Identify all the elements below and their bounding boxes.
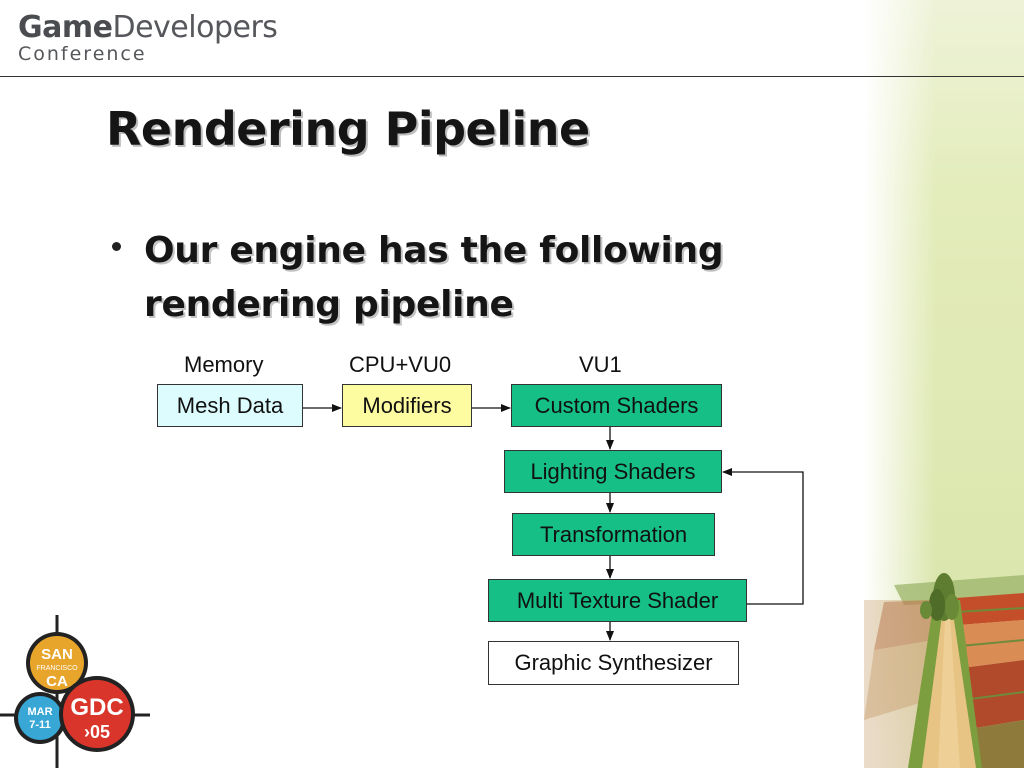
node-custom-shaders: Custom Shaders	[511, 384, 722, 427]
column-label-memory: Memory	[184, 352, 264, 377]
badge-circle-gdc	[63, 680, 131, 748]
logo-conference: Conference	[18, 43, 147, 65]
badge-date-month: MAR	[27, 706, 52, 718]
node-multi-texture-shader: Multi Texture Shader	[488, 579, 747, 622]
badge-event: GDC	[70, 694, 123, 721]
logo-developers: Developers	[112, 10, 278, 45]
badge-city-bottom: CA	[46, 673, 68, 690]
column-label-vu1: VU1	[579, 352, 622, 377]
badge-city-mid: FRANCISCO	[36, 665, 78, 672]
landscape-illustration	[864, 573, 1024, 768]
node-transformation: Transformation	[512, 513, 715, 556]
bullet-text: Our engine has the following rendering p…	[144, 230, 724, 325]
arrow-loop-multi-to-lighting	[722, 468, 804, 605]
badge-city-top: SAN	[41, 646, 73, 663]
header-divider	[0, 76, 1024, 77]
badge-circle-date	[18, 696, 62, 740]
bullet-dot	[112, 242, 121, 251]
column-label-cpu: CPU+VU0	[349, 352, 452, 377]
node-mesh-data: Mesh Data	[157, 384, 303, 427]
logo-wordmark: GameDevelopers	[18, 10, 278, 45]
node-lighting-shaders: Lighting Shaders	[504, 450, 722, 493]
node-graphic-synthesizer: Graphic Synthesizer	[488, 641, 739, 685]
logo-game: Game	[18, 10, 113, 45]
badge-year: ›05	[84, 722, 110, 742]
gdc-event-badge: SAN FRANCISCO CA MAR 7-11 GDC ›05	[0, 615, 150, 768]
badge-circle-city	[30, 636, 84, 690]
node-modifiers: Modifiers	[342, 384, 472, 427]
gdc-logo: GameDevelopers Conference	[18, 10, 278, 66]
landscape-panel	[864, 0, 1024, 768]
badge-date-days: 7-11	[29, 719, 50, 731]
slide-title: Rendering Pipeline	[106, 102, 590, 156]
